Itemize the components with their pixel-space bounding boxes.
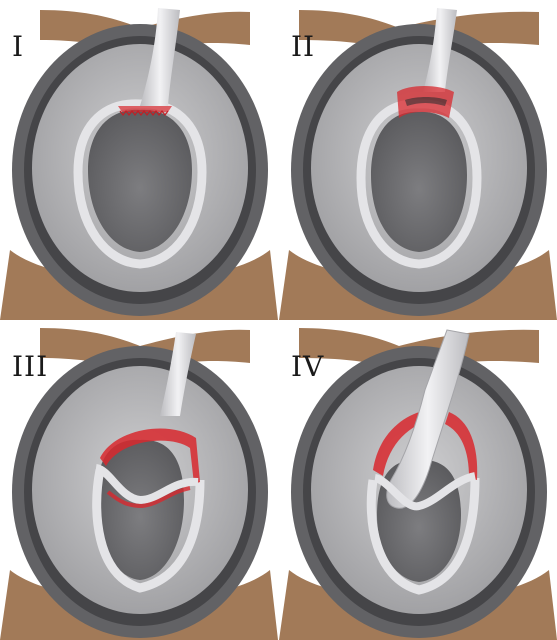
panel-stage-4: IV xyxy=(279,320,557,640)
illustration-stage-1 xyxy=(0,0,278,320)
cavity xyxy=(371,112,467,252)
panel-stage-2: II xyxy=(279,0,557,320)
stage-label: II xyxy=(291,30,315,63)
panel-stage-1: I xyxy=(0,0,278,320)
panel-stage-3: III xyxy=(0,320,278,640)
stage-label: IV xyxy=(291,350,324,383)
stage-label: III xyxy=(12,350,48,383)
stage-label: I xyxy=(12,30,24,63)
illustration-stage-2 xyxy=(279,0,557,320)
